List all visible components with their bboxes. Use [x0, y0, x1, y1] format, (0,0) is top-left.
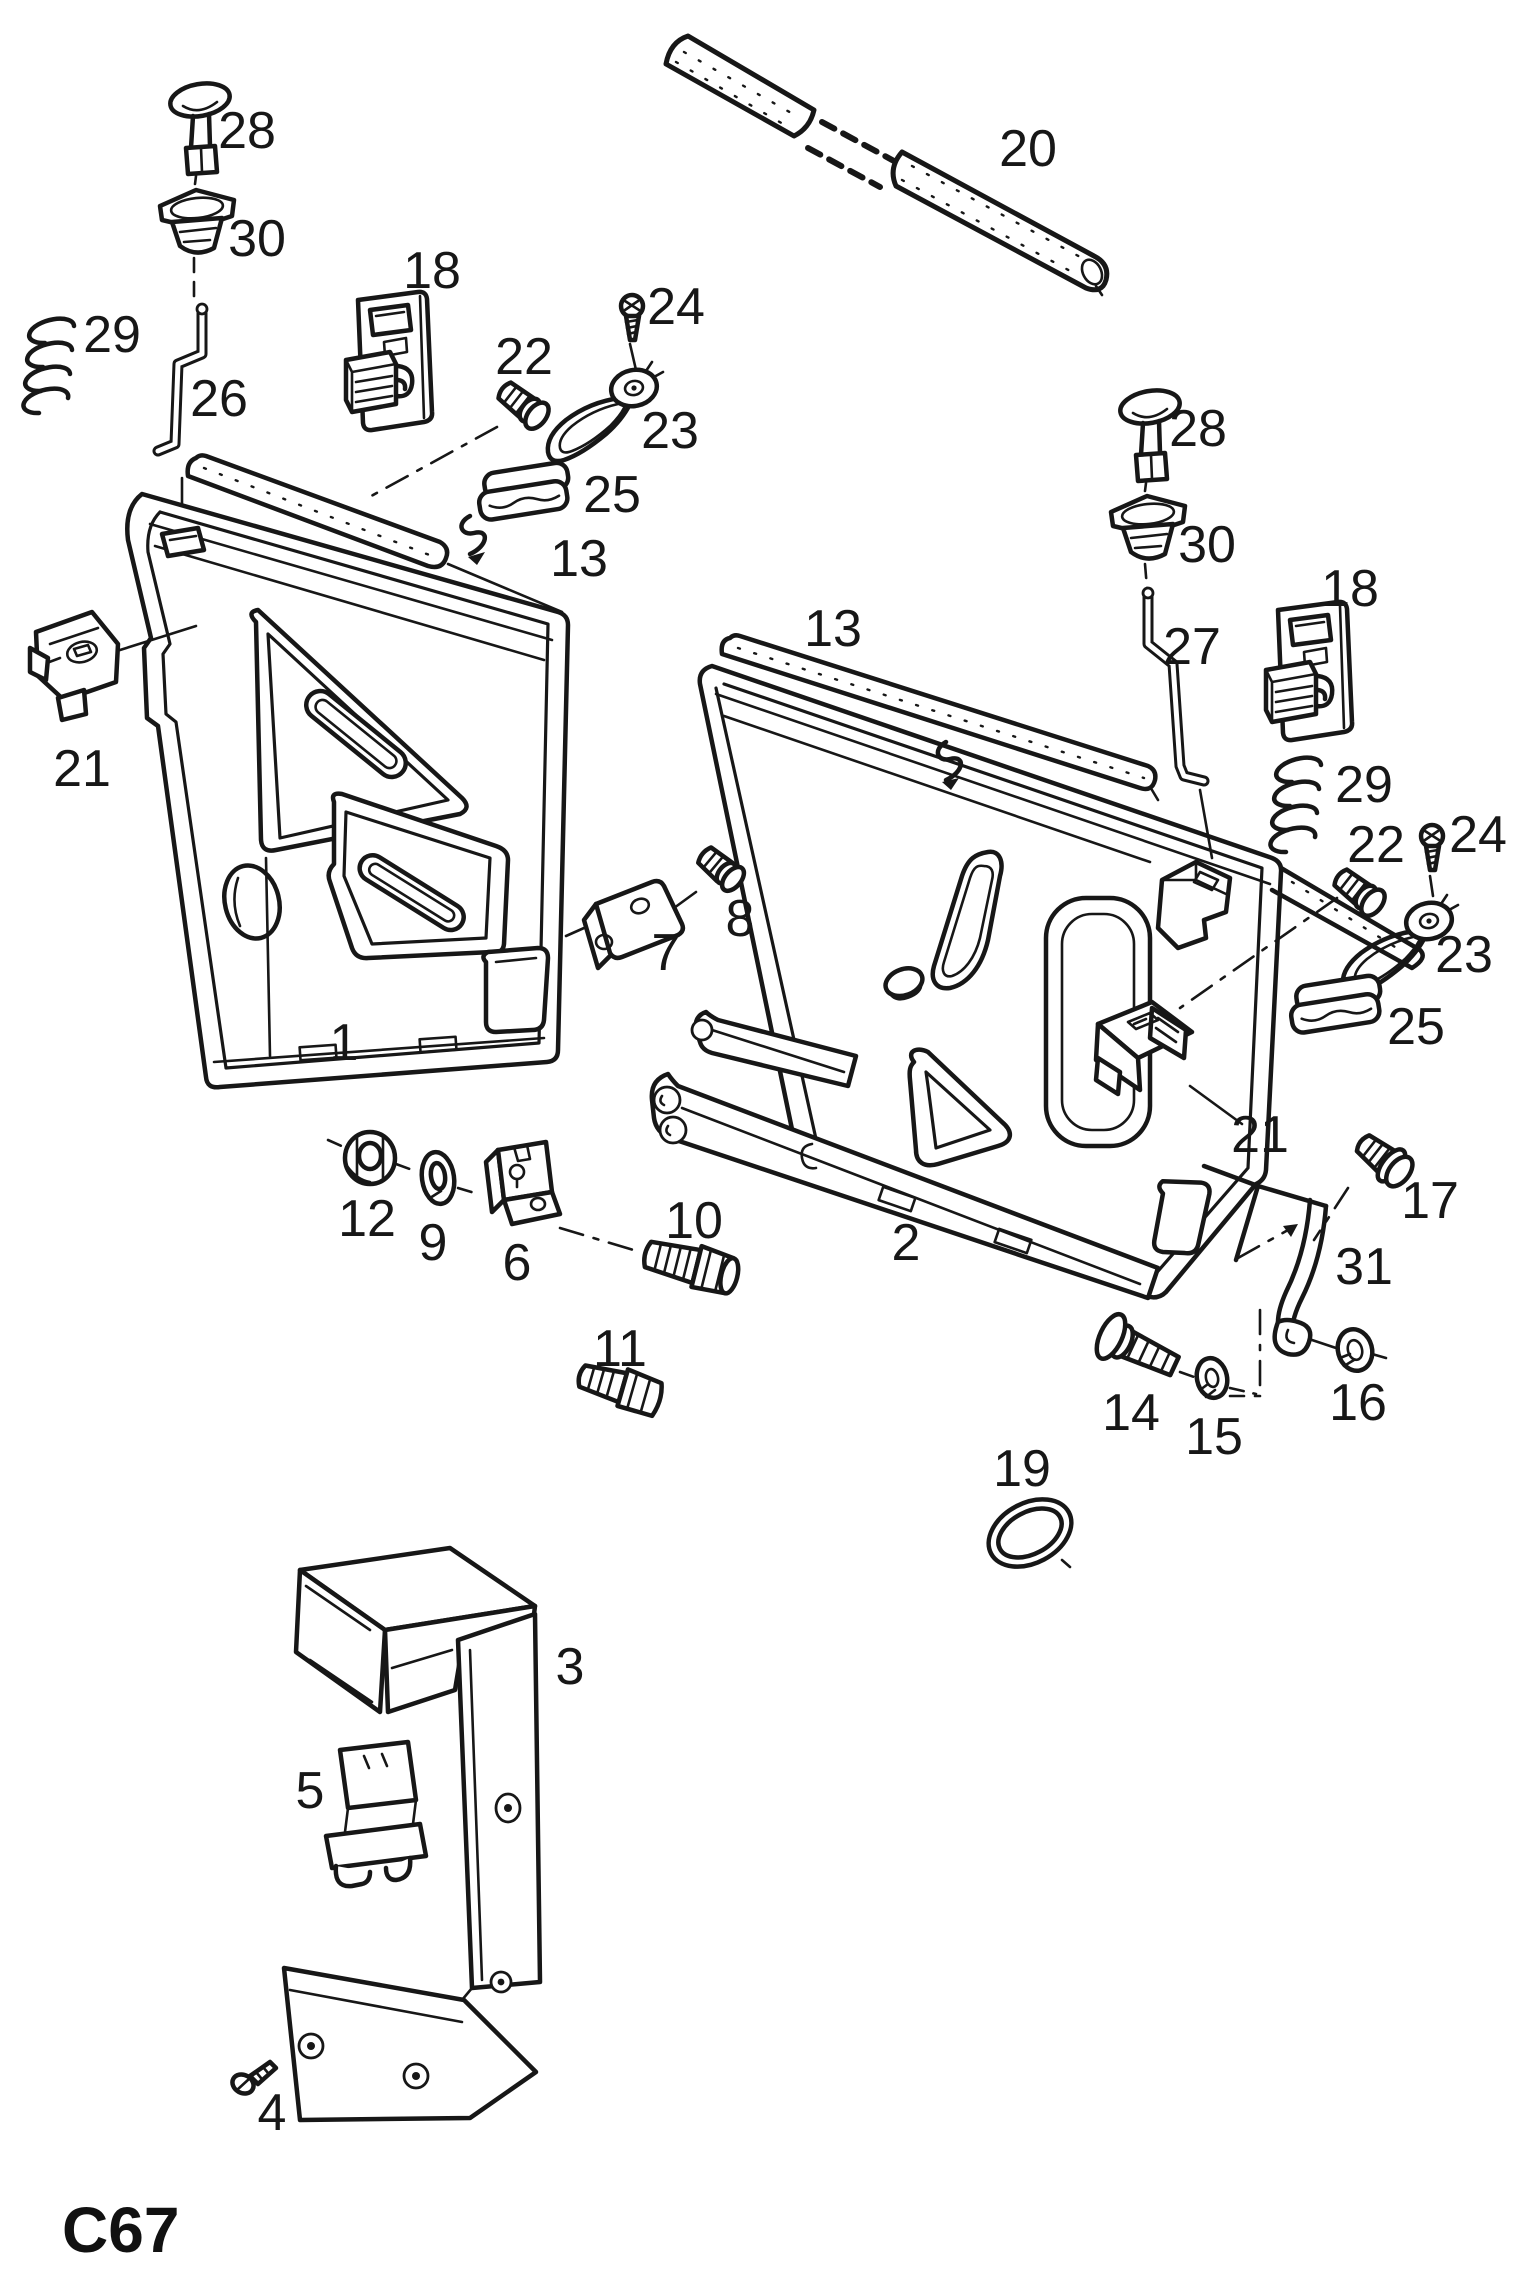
- page-code: C67: [62, 2194, 179, 2266]
- part-label-25: 25: [1387, 998, 1445, 1056]
- part-18-lock-left: [346, 292, 432, 430]
- part-label-22: 22: [1347, 816, 1405, 874]
- part-label-31: 31: [1335, 1238, 1393, 1296]
- part-6-bracket: [456, 1139, 642, 1254]
- part-label-30: 30: [1178, 516, 1236, 574]
- part-21-latch-left: [27, 609, 198, 723]
- part-label-28: 28: [1169, 400, 1227, 458]
- part-21-latch-right: [1093, 999, 1244, 1126]
- part-label-25: 25: [583, 466, 641, 524]
- part-29-spring-right: [1270, 758, 1321, 852]
- part-label-1: 1: [330, 1014, 359, 1072]
- part-label-30: 30: [228, 210, 286, 268]
- part-label-5: 5: [296, 1762, 325, 1820]
- part-3-pillar-cover: [281, 1545, 543, 2123]
- part-11-bolt: [576, 1363, 664, 1419]
- leader-22-left: [362, 425, 499, 502]
- part-label-27: 27: [1163, 618, 1221, 676]
- leader-28-30-left: [193, 174, 198, 186]
- leader-24-right: [1428, 874, 1435, 898]
- part-label-21: 21: [1231, 1106, 1289, 1164]
- part-label-11: 11: [593, 1320, 647, 1378]
- part-label-23: 23: [641, 402, 699, 460]
- part-25-buffer-left: [475, 461, 573, 521]
- part-10-bolt: [642, 1239, 741, 1296]
- part-label-24: 24: [647, 278, 705, 336]
- part-15-washer: [1194, 1355, 1258, 1401]
- part-label-13: 13: [804, 600, 862, 658]
- part-label-8: 8: [726, 890, 755, 948]
- part-label-4: 4: [258, 2084, 287, 2142]
- part-8-bolt: [672, 845, 747, 910]
- part-label-29: 29: [1335, 756, 1393, 814]
- part-label-23: 23: [1435, 926, 1493, 984]
- part-label-26: 26: [190, 370, 248, 428]
- part-30-grommet-left: [160, 190, 234, 253]
- part-7-bracket: [564, 878, 686, 971]
- part-2-door-panel-right: [649, 633, 1425, 1301]
- part-4-screw: [230, 2059, 279, 2096]
- part-label-28: 28: [218, 102, 276, 160]
- part-30-grommet-right: [1111, 496, 1185, 559]
- part-1-door-panel-left: [125, 453, 571, 1090]
- leader-28-30-right: [1143, 481, 1148, 493]
- part-9-washer: [394, 1149, 457, 1207]
- part-5-clip: [323, 1739, 429, 1889]
- leader-22-right: [1178, 896, 1339, 1010]
- part-label-18: 18: [1321, 560, 1379, 618]
- part-label-6: 6: [503, 1234, 532, 1292]
- part-31-bracket: [1201, 1163, 1388, 1398]
- leader-30-27: [1143, 562, 1149, 590]
- part-16-washer: [1335, 1326, 1375, 1374]
- part-label-2: 2: [892, 1214, 921, 1272]
- part-label-29: 29: [83, 306, 141, 364]
- part-24-screw-right: [1421, 825, 1443, 870]
- part-20-weatherstrip: [663, 33, 1110, 297]
- part-25-buffer-right: [1287, 974, 1385, 1034]
- part-label-17: 17: [1401, 1172, 1459, 1230]
- part-label-12: 12: [338, 1190, 396, 1248]
- part-label-19: 19: [993, 1440, 1051, 1498]
- part-label-9: 9: [419, 1214, 448, 1272]
- part-14-bolt: [1094, 1311, 1196, 1379]
- part-27-lock-rod-right: [1141, 586, 1214, 860]
- part-label-3: 3: [556, 1638, 585, 1696]
- part-12-nut: [326, 1129, 398, 1187]
- part-19-ring: [986, 1497, 1074, 1569]
- part-24-screw-left: [621, 295, 643, 340]
- part-label-21: 21: [53, 740, 111, 798]
- part-label-16: 16: [1329, 1374, 1387, 1432]
- leader-24-left: [628, 342, 638, 372]
- part-label-20: 20: [999, 120, 1057, 178]
- part-label-7: 7: [652, 924, 681, 982]
- part-18-lock-right: [1266, 602, 1352, 740]
- part-label-13: 13: [550, 530, 608, 588]
- part-29-spring-left: [23, 319, 74, 413]
- part-label-18: 18: [403, 242, 461, 300]
- part-label-15: 15: [1185, 1408, 1243, 1466]
- part-label-10: 10: [665, 1192, 723, 1250]
- part-label-14: 14: [1102, 1384, 1160, 1442]
- part-label-24: 24: [1449, 806, 1507, 864]
- part-label-22: 22: [495, 328, 553, 386]
- part-17-bolt: [1312, 1133, 1415, 1242]
